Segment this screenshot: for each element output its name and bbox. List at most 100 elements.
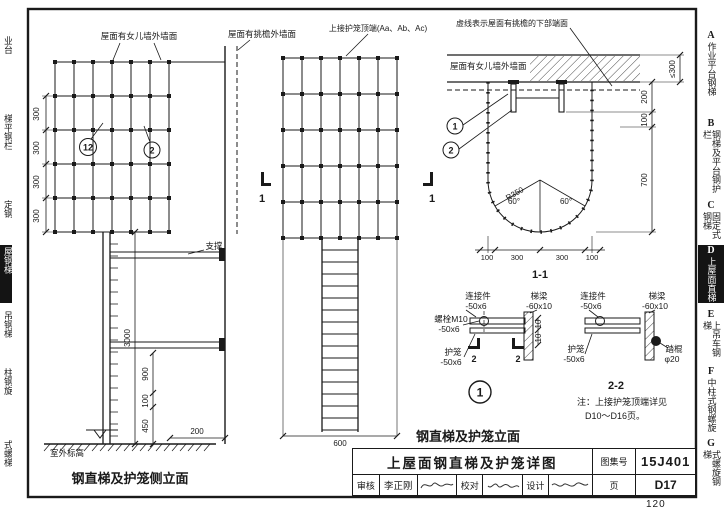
sidebar-tab-f: F 中柱式钢螺旋 [698,366,724,434]
page-code: D17 [635,475,695,496]
dim-60deg: 60° [508,197,520,206]
atlas-no-label: 图集号 [591,449,636,474]
tab-letter: D [707,245,715,256]
callout-12: 12 [83,143,93,153]
dim-100: 100 [141,394,150,408]
rung-size: φ20 [665,354,680,364]
sidebar-tab-d-active: D 上屋面直梯 [698,245,724,303]
dim-100: 100 [481,253,494,262]
plan-callout-2: 2 [448,146,453,156]
left-edge-fragment: 式螺梯 [3,440,12,467]
tab-letter: A [707,30,715,41]
left-edge-fragment-active: 屋钢梯 [0,245,12,303]
note-line1: 注：上接护笼顶端详见 [577,396,667,407]
cage-size: -50x6 [563,354,585,364]
connector-size: -50x6 [580,301,602,311]
cage-label: 护笼 [567,344,585,354]
rung-label: 踏棍 [665,344,683,354]
beam-label: 梯梁 [530,291,548,301]
checker-signature [482,475,522,496]
section-22-caption: 2-2 [608,380,624,392]
dim-100: 100 [640,113,649,127]
dashed-note-leader [569,27,613,87]
tab-label: 钢梯及平台钢护栏 [702,130,721,193]
beam-size: -60x10 [526,301,552,311]
cage-size: -50x6 [440,357,462,367]
eave-wall-label: 屋面有挑檐外墙面 [228,29,297,39]
tab-label: 固定式钢梯 [702,212,721,239]
parapet-wall-label: 屋面有女儿墙外墙面 [101,31,178,41]
dim-100: 100 [586,253,599,262]
title-block: 上屋面钢直梯及护笼详图 图集号 15J401 审核 李正刚 校对 设计 页 D1… [352,448,696,496]
dim-10: 10 [534,319,543,328]
section-2-marks [468,338,524,349]
section-2-label-left: 2 [471,354,476,364]
sidebar-tab-b: B 钢梯及平台钢护栏 [698,118,724,198]
plan-callout-1: 1 [452,122,457,132]
page-label: 页 [591,475,636,496]
drawing-title: 上屋面钢直梯及护笼详图 [387,455,558,471]
side-elevation-linework [43,46,238,452]
cage-top-leader [345,33,369,57]
section-11-caption: 1-1 [532,269,548,281]
designer-signature [547,475,592,496]
dashed-note-label: 虚线表示屋面有挑檐的下部端面 [456,18,568,28]
page-number: 120 [646,499,666,510]
callout-circle-12 [79,138,97,156]
front-elevation-caption: 钢直梯及护笼立面 [416,429,520,444]
note-line2: D10～D16页。 [585,411,645,421]
plan-callout-leaders [458,93,513,150]
sidebar-tab-a: A 作业平台钢梯 [698,30,724,114]
section-1-label-left: 1 [259,193,265,205]
dim-900: 900 [141,367,150,381]
detail-1-linework [462,309,542,361]
sidebar-tab-g: G 式螺旋钢梯 [698,438,724,492]
level-mark-icon [86,429,118,439]
dim-300: 300 [556,253,569,262]
tab-label: 式螺旋钢梯 [702,450,721,486]
bolt-label: 螺栓M10 [434,314,468,324]
cage-label: 护笼 [444,347,462,357]
tab-label: 上屋面直梯 [706,257,717,302]
sidebar-tab-e: E 上吊车钢梯 [698,309,724,361]
dim-300: 300 [32,107,41,121]
support-leader [187,249,205,255]
left-edge-fragment: 业台 [3,36,12,54]
bolt-size: -50x6 [438,324,460,334]
tab-label: 上吊车钢梯 [702,321,721,357]
support-label: 支撑 [205,241,223,251]
review-label: 审核 [356,480,375,491]
tab-letter: F [707,366,715,377]
tab-letter: B [707,118,715,129]
check-label: 校对 [456,475,482,496]
beam-size: -60x10 [642,301,668,311]
left-edge-fragment: 柱钢旋 [3,368,12,395]
signature-icon [487,483,520,489]
left-edge-fragment: 定钢 [3,200,12,218]
atlas-number: 15J401 [635,449,695,474]
dim-450: 450 [141,419,150,433]
callout-2: 2 [149,146,154,156]
dim-200: 200 [190,427,204,436]
signature-icon [551,482,589,487]
tab-letter: G [707,438,715,449]
dim-600: 600 [333,439,347,448]
dim-700: 700 [640,173,649,187]
connector-label: 连接件 [580,291,606,301]
dim-200: 200 [640,90,649,104]
outdoor-level-label: 室外标高 [50,448,84,458]
callout-leaders [90,122,151,143]
plan-dims [475,51,684,254]
plan-linework [447,54,640,234]
design-label: 设计 [522,475,548,496]
dim-3000: 3000 [123,329,132,347]
tab-letter: C [707,200,715,211]
dim-10: 10 [534,333,543,342]
cage-top-label: 上接护笼顶端(Aa、Ab、Ac) [329,23,428,33]
dim-60deg: 60° [560,197,572,206]
reviewer-signature [416,475,457,496]
tab-letter: E [707,309,715,320]
left-edge-fragment: 梯平钢栏 [3,114,12,150]
